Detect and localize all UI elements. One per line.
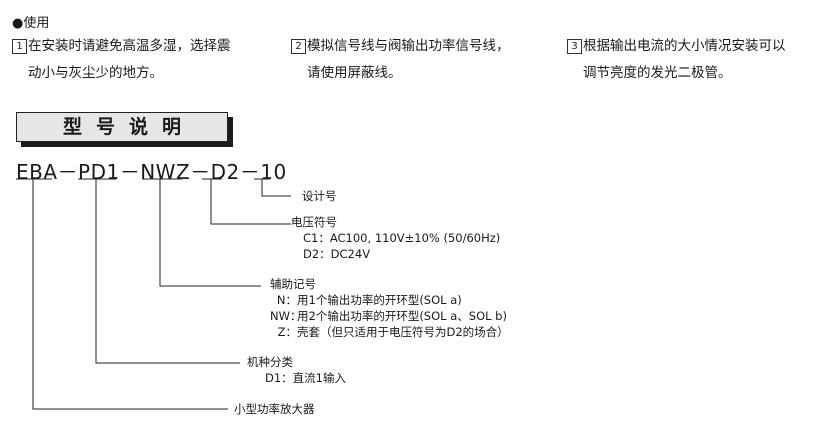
- aux-code-nw: NW：: [270, 309, 302, 323]
- note-2-line-2: 请使用屏蔽线。: [307, 65, 402, 81]
- note-1-line-2: 动小与灰尘少的地方。: [28, 65, 163, 81]
- design-no-label: 设计号: [302, 189, 337, 203]
- leader-line-amp: [32, 179, 228, 410]
- voltage-code-c1: C1：: [303, 231, 330, 245]
- model-code: EBA－PD1－NWZ－D2－10: [16, 160, 287, 184]
- type-block: 机种分类 D1：直流1输入: [247, 354, 346, 386]
- type-item-d1: D1：直流1输入: [247, 370, 346, 386]
- aux-block: 辅助记号 N：用1个输出功率的开环型(SOL a) NW：用2个输出功率的开环型…: [270, 276, 509, 340]
- section-header-box: 型号说明: [16, 112, 228, 142]
- aux-text-z: 壳套（但只适用于电压符号为D2的场合）: [297, 325, 509, 339]
- note-number-2: 2: [291, 39, 306, 54]
- usage-heading: ●使用: [12, 16, 50, 31]
- note-2-line-1: 模拟信号线与阀输出功率信号线，: [307, 38, 510, 54]
- voltage-label: 电压符号: [291, 215, 337, 229]
- type-label: 机种分类: [247, 355, 293, 369]
- aux-item-nw: NW：用2个输出功率的开环型(SOL a、SOL b): [270, 308, 509, 324]
- note-3-line-1: 根据输出电流的大小情况安装可以: [583, 38, 786, 54]
- note-1-line-1: 在安装时请避免高温多湿，选择震: [28, 38, 231, 54]
- voltage-code-d2: D2：: [303, 247, 331, 261]
- type-text-d1: 直流1输入: [292, 371, 346, 385]
- voltage-block: 电压符号 C1：AC100, 110V±10% (50/60Hz) D2：DC2…: [291, 214, 500, 262]
- section-title: 型号说明: [62, 116, 195, 138]
- aux-text-n: 用1个输出功率的开环型(SOL a): [297, 293, 462, 307]
- voltage-item-c1: C1：AC100, 110V±10% (50/60Hz): [291, 230, 500, 246]
- voltage-text-d2: DC24V: [330, 247, 371, 261]
- aux-label: 辅助记号: [270, 277, 316, 291]
- voltage-text-c1: AC100, 110V±10% (50/60Hz): [329, 231, 501, 245]
- leader-line-type: [95, 179, 240, 364]
- note-number-1: 1: [12, 39, 27, 54]
- aux-text-nw: 用2个输出功率的开环型(SOL a、SOL b): [297, 309, 507, 323]
- leader-line-design-no: [261, 179, 291, 197]
- note-3-line-2: 调节亮度的发光二极管。: [583, 65, 732, 81]
- aux-item-z: Z：壳套（但只适用于电压符号为D2的场合）: [270, 324, 509, 340]
- aux-code-n: N：: [276, 293, 297, 307]
- note-number-3: 3: [567, 39, 582, 54]
- amp-label: 小型功率放大器: [234, 402, 315, 416]
- aux-code-z: Z：: [277, 325, 297, 339]
- leader-line-voltage: [210, 179, 291, 225]
- voltage-item-d2: D2：DC24V: [291, 246, 500, 262]
- type-code-d1: D1：: [265, 371, 293, 385]
- leader-line-aux: [159, 179, 261, 287]
- aux-item-n: N：用1个输出功率的开环型(SOL a): [270, 292, 509, 308]
